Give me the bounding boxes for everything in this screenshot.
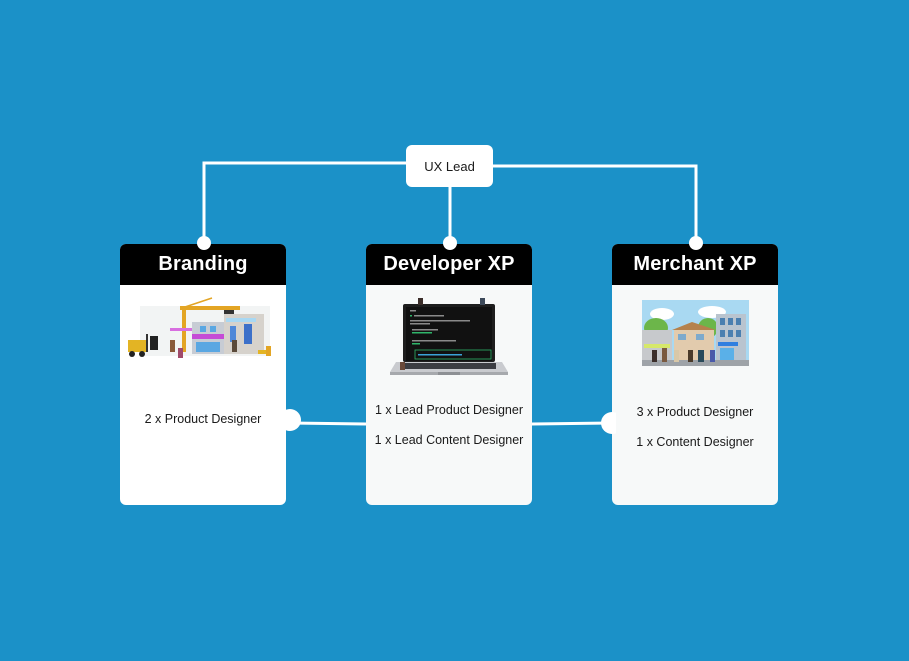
connector-dot-devxp-top [443,236,457,250]
connector-dot-merchant-left [601,412,616,434]
storefront-street-illustration [642,300,749,366]
card-header: Branding [120,244,286,285]
connector-dot-branding-top [197,236,211,250]
ux-lead-node: UX Lead [406,145,493,187]
role-item: 1 x Lead Content Designer [374,433,524,447]
team-name: Merchant XP [633,253,757,275]
role-item: 1 x Content Designer [636,435,754,449]
role-list: 1 x Lead Product Designer 1 x Lead Conte… [366,395,532,455]
construction-site-illustration [128,297,271,358]
card-header: Merchant XP [612,244,778,285]
edge-devxp-to-merchant [531,421,613,426]
card-header: Developer XP [366,244,532,285]
connector-dot-merchant-top [689,236,703,250]
role-item: 1 x Lead Product Designer [374,403,523,417]
team-name: Branding [158,253,248,275]
ux-lead-label: UX Lead [424,158,475,174]
role-list: 3 x Product Designer 1 x Content Designe… [612,397,778,457]
role-item: 3 x Product Designer [636,405,754,419]
role-item: 2 x Product Designer [144,412,262,426]
edge-lead-to-merchant [493,164,698,243]
team-name: Developer XP [383,253,515,275]
role-list: 2 x Product Designer [120,404,286,434]
laptop-terminal-illustration [390,298,508,375]
edge-branding-to-devxp [289,421,367,426]
team-card-developer-xp: Developer XP 1 x Lead Product D [366,244,532,505]
team-card-branding: Branding 2 x Product Designer [120,244,286,505]
edge-lead-to-branding [202,161,406,243]
connector-dot-branding-right [286,409,301,431]
team-card-merchant-xp: Merchant XP 3 x Product Des [612,244,778,505]
